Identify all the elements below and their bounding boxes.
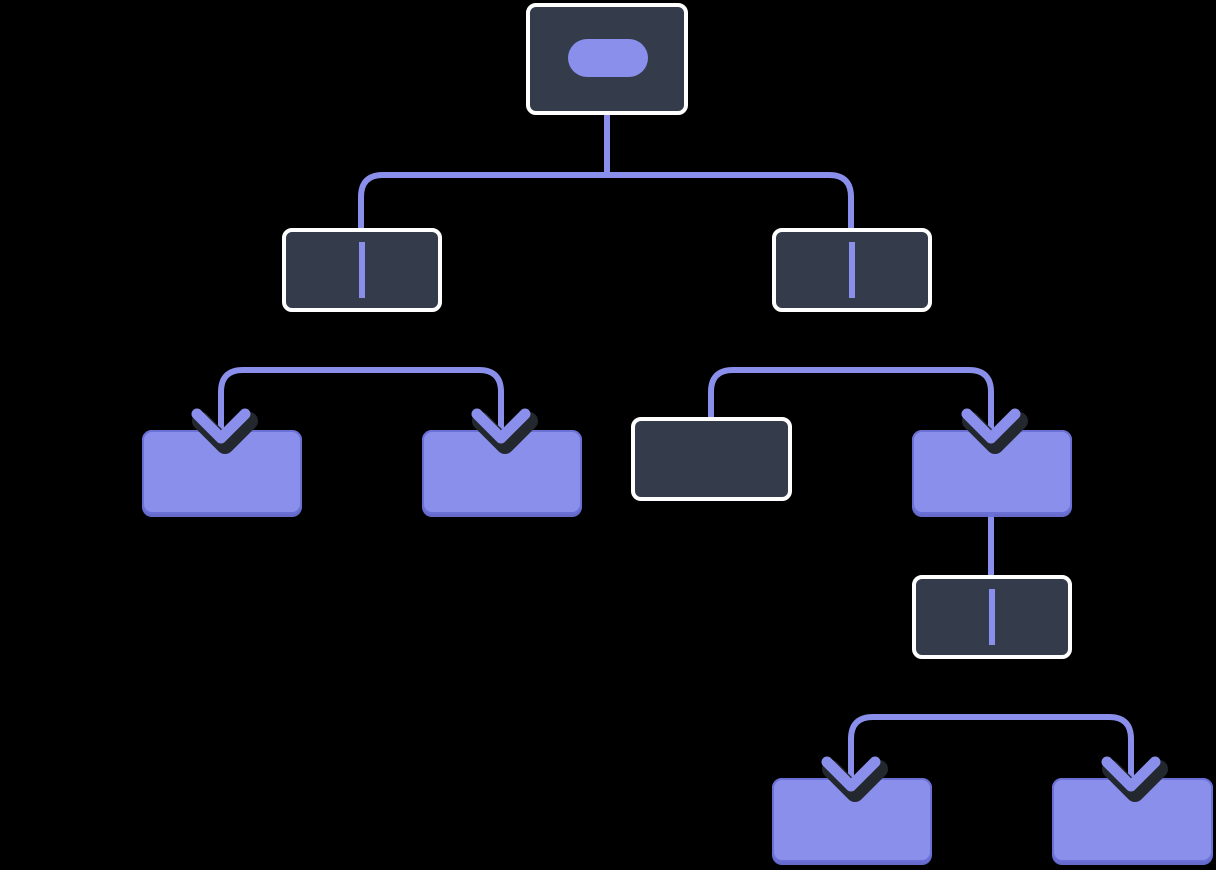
edge-sub-branch-to-leaf-4-arrowhead: [821, 756, 881, 792]
node-layer: [142, 3, 1213, 865]
edge-root-to-left-branch: [358, 172, 607, 312]
root-node-border: [526, 3, 688, 115]
edge-left-branch-to-leaf-1: [218, 367, 361, 438]
edge-sub-branch-to-leaf-5: [991, 714, 1134, 786]
edge-right-branch-to-leaf-3: [851, 367, 994, 438]
right-branch-node-border: [772, 228, 932, 312]
leaf-node-5[interactable]: [1052, 778, 1213, 862]
line-through-layer: [359, 242, 995, 645]
connector-layer: [218, 39, 1134, 786]
edge-sub-branch-to-leaf-5-arrowhead: [1101, 756, 1161, 792]
leaf-node-4[interactable]: [772, 778, 932, 862]
leaf-node-2[interactable]: [422, 430, 582, 514]
root-pill-badge: [568, 39, 648, 77]
leaf-node-1[interactable]: [142, 430, 302, 514]
leaf-node-3[interactable]: [912, 430, 1072, 514]
node-border-layer: [142, 3, 1213, 862]
edge-left-branch-to-leaf-2-arrowhead: [471, 408, 531, 444]
edge-right-branch-to-leaf-3-arrowhead: [961, 408, 1021, 444]
edge-right-branch-to-dark-leaf: [708, 367, 851, 420]
edge-sub-branch-to-leaf-4: [848, 714, 991, 786]
edge-left-branch-to-leaf-2: [361, 367, 504, 438]
arrowhead-layer: [191, 408, 1168, 802]
sub-branch-node-border: [912, 575, 1072, 659]
dark-leaf-node-border: [631, 417, 792, 501]
left-branch-node-border: [282, 228, 442, 312]
edge-root-to-right-branch: [607, 172, 854, 312]
edge-left-branch-to-leaf-1-arrowhead: [191, 408, 251, 444]
dark-leaf-node[interactable]: [631, 417, 792, 501]
